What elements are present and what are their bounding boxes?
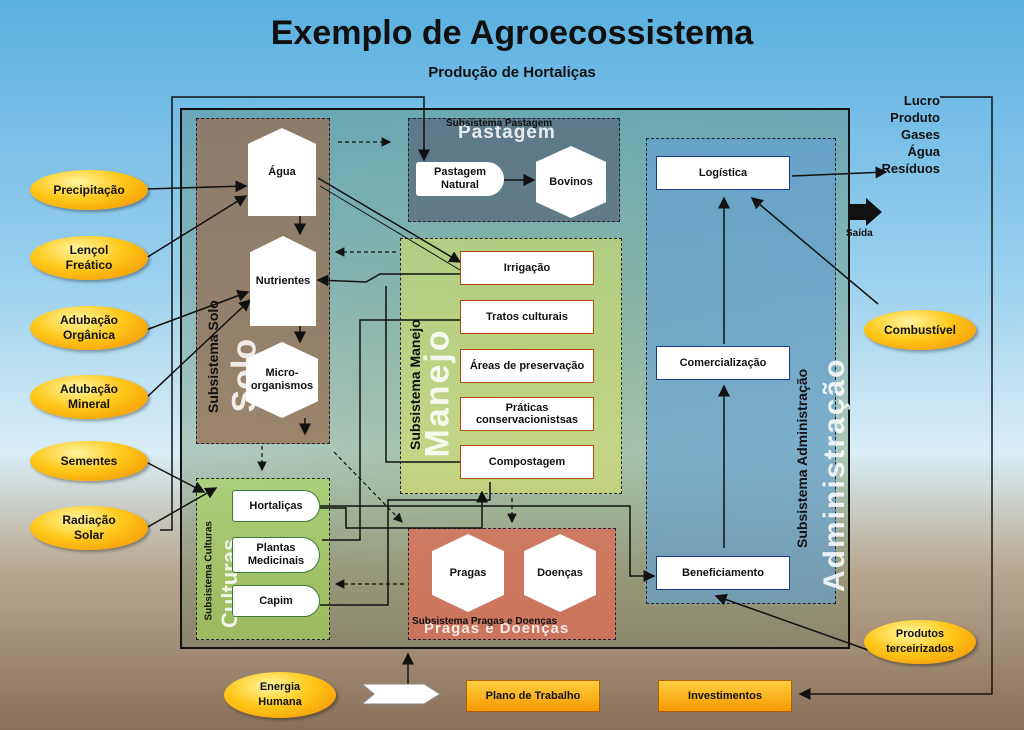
pragas-big-title: Pragas e Doenças — [424, 620, 570, 637]
node-areas-preservacao: Áreas de preservação — [460, 349, 594, 383]
input-combustivel: Combustível — [864, 310, 976, 350]
outputs-list: Lucro Produto Gases Água Resíduos — [868, 92, 940, 177]
node-comercializacao: Comercialização — [656, 346, 790, 380]
page-subtitle: Produção de Hortaliças — [428, 64, 596, 81]
investimentos-box: Investimentos — [658, 680, 792, 712]
pastagem-label: Subsistema Pastagem — [446, 118, 553, 129]
input-energia-humana: Energia Humana — [224, 672, 336, 718]
node-pragas: Pragas — [432, 534, 504, 612]
node-pastagem-natural: Pastagem Natural — [416, 162, 504, 196]
saida-arrow-icon — [848, 198, 882, 226]
energia-chevron-icon — [360, 683, 441, 705]
plano-de-trabalho-box: Plano de Trabalho — [466, 680, 600, 712]
node-capim: Capim — [232, 585, 320, 617]
saida-label: Saída — [846, 228, 873, 239]
node-bovinos: Bovinos — [536, 146, 606, 218]
output-lucro: Lucro — [903, 93, 940, 108]
input-adubacao-mineral: Adubação Mineral — [30, 375, 148, 419]
input-sementes: Sementes — [30, 441, 148, 481]
node-nutrientes: Nutrientes — [250, 236, 316, 326]
output-gases: Gases — [900, 127, 940, 142]
input-lencol-freatico: Lençol Freático — [30, 236, 148, 280]
node-plantas-medicinais: Plantas Medicinais — [232, 537, 320, 573]
pragas-label: Subsistema Pragas e Doenças — [412, 616, 558, 627]
input-produtos-terceirizados: Produtos terceirizados — [864, 620, 976, 664]
node-praticas-conservacionistas: Práticas conservacionistsas — [460, 397, 594, 431]
output-agua: Água — [907, 144, 941, 159]
pastagem-big-title: Pastagem — [458, 122, 556, 143]
node-tratos-culturais: Tratos culturais — [460, 300, 594, 334]
node-agua: Água — [248, 128, 316, 216]
node-doencas: Doenças — [524, 534, 596, 612]
input-precipitacao: Precipitação — [30, 170, 148, 210]
node-irrigacao: Irrigação — [460, 251, 594, 285]
node-hortalicas: Hortaliças — [232, 490, 320, 522]
input-radiacao-solar: Radiação Solar — [30, 506, 148, 550]
node-microorganismos: Micro- organismos — [246, 342, 318, 418]
node-logistica: Logística — [656, 156, 790, 190]
node-beneficiamento: Beneficiamento — [656, 556, 790, 590]
output-residuos: Resíduos — [881, 161, 940, 176]
node-compostagem: Compostagem — [460, 445, 594, 479]
output-produto: Produto — [890, 110, 940, 125]
page-title: Exemplo de Agroecossistema — [270, 14, 754, 52]
input-adubacao-organica: Adubação Orgânica — [30, 306, 148, 350]
